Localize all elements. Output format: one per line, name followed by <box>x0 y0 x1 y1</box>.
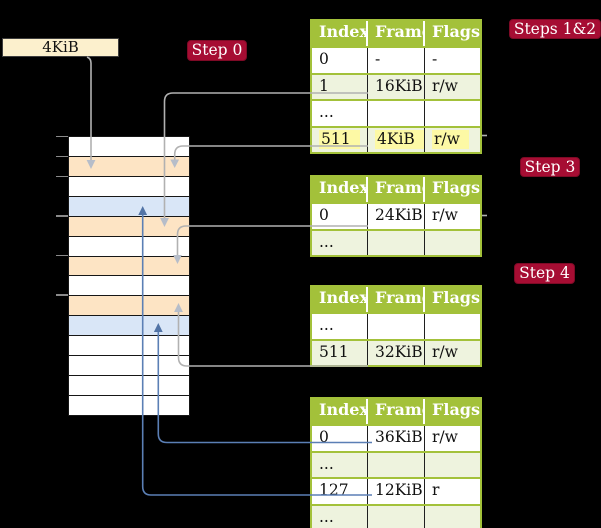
memory-frame-row-32KiB <box>69 296 189 317</box>
index-cell: ... <box>312 505 368 528</box>
table-4-header: IndexFrame Flags <box>312 399 480 424</box>
frame-cell <box>368 314 425 339</box>
memory-frame-row-20KiB <box>69 236 189 257</box>
frame-cell: 12KiB <box>368 479 425 504</box>
memory-frame-row-28KiB <box>69 276 189 297</box>
memory-tick <box>56 135 68 137</box>
memory-frame-row-52KiB <box>69 395 189 415</box>
frame-cell: 4KiB <box>368 127 425 153</box>
frame-cell: 32KiB <box>368 340 425 366</box>
header-frame: Frame <box>368 177 425 202</box>
index-cell: ... <box>312 452 368 478</box>
memory-frame-row-4KiB <box>69 156 189 177</box>
badge-step-3: Step 3 <box>520 157 580 177</box>
index-cell: ... <box>312 101 368 126</box>
table-3-row-...: ... <box>312 312 480 339</box>
flags-cell <box>425 314 480 339</box>
header-frame: Frame <box>368 21 425 46</box>
memory-tick <box>56 175 68 178</box>
table-4-row-...: ... <box>312 503 480 528</box>
header-flags: Flags <box>432 178 480 197</box>
highlighted-value: 511 <box>319 129 360 149</box>
frame-cell <box>368 101 425 126</box>
flags-cell: r/w <box>432 342 458 361</box>
header-frame: Frame <box>368 399 425 424</box>
table-1-row-511: 511 4KiB r/w <box>312 125 480 153</box>
header-index: Index <box>312 287 368 312</box>
flags-cell: r/w <box>432 76 458 95</box>
table-1-row-0: 0-- <box>312 46 480 73</box>
memory-frame-row-0KiB <box>69 137 189 157</box>
badge-step-0: Step 0 <box>187 40 247 61</box>
header-flags: Flags <box>432 22 480 41</box>
table-2-header: IndexFrame Flags <box>312 177 480 202</box>
memory-frame-row-16KiB <box>69 216 189 237</box>
memory-tick <box>56 155 68 158</box>
index-cell: ... <box>312 314 368 339</box>
memory-frame-row-8KiB <box>69 176 189 197</box>
flags-cell: r/w <box>425 128 480 153</box>
memory-tick <box>56 215 68 217</box>
highlighted-value: r/w <box>432 129 469 149</box>
header-index: Index <box>312 21 368 46</box>
index-cell: 0 <box>312 204 368 229</box>
physical-memory-column <box>68 136 190 416</box>
memory-frame-row-44KiB <box>69 356 189 377</box>
frame-4kib-box: 4KiB <box>2 38 119 57</box>
flags-cell <box>425 506 480 528</box>
index-cell: 511 <box>312 340 368 366</box>
table-2-row-...: ... <box>312 228 480 256</box>
header-index: Index <box>312 177 368 202</box>
memory-frame-row-12KiB <box>69 196 189 217</box>
memory-frame-row-48KiB <box>69 376 189 396</box>
flags-cell: r/w <box>432 428 458 446</box>
index-cell: 511 <box>312 127 368 153</box>
header-frame: Frame <box>368 287 425 312</box>
frame-cell: 24KiB <box>368 204 425 229</box>
table-1-row-...: ... <box>312 99 480 126</box>
frame-cell <box>368 452 425 478</box>
index-cell: 1 <box>312 74 368 100</box>
flags-cell <box>425 101 480 126</box>
table-3-header: IndexFrame Flags <box>312 287 480 312</box>
frame-cell <box>368 505 425 528</box>
frame-cell <box>368 230 425 256</box>
table-4-row-...: ... <box>312 450 480 478</box>
badge-steps-1-2: Steps 1&2 <box>509 19 601 39</box>
header-index: Index <box>312 399 368 424</box>
memory-frame-row-24KiB <box>69 256 189 277</box>
index-cell: 127 <box>312 479 368 504</box>
flags-cell: r <box>432 481 440 500</box>
table-1-header: IndexFrame Flags <box>312 21 480 46</box>
flags-cell <box>425 453 480 478</box>
flags-cell: - <box>432 50 438 68</box>
memory-tick <box>56 254 68 257</box>
index-cell: 0 <box>312 426 368 451</box>
frame-cell: 36KiB <box>368 426 425 451</box>
index-cell: ... <box>312 230 368 256</box>
flags-cell <box>425 231 480 256</box>
memory-frame-row-36KiB <box>69 316 189 337</box>
frame-cell: 16KiB <box>368 74 425 100</box>
header-flags: Flags <box>432 288 480 307</box>
flags-cell: r/w <box>432 206 458 224</box>
highlighted-value: 4KiB <box>375 129 424 149</box>
memory-frame-row-40KiB <box>69 336 189 357</box>
frame-cell: - <box>368 48 425 73</box>
index-cell: 0 <box>312 48 368 73</box>
header-flags: Flags <box>432 400 480 419</box>
badge-step-4: Step 4 <box>514 263 575 284</box>
memory-tick <box>56 294 68 296</box>
